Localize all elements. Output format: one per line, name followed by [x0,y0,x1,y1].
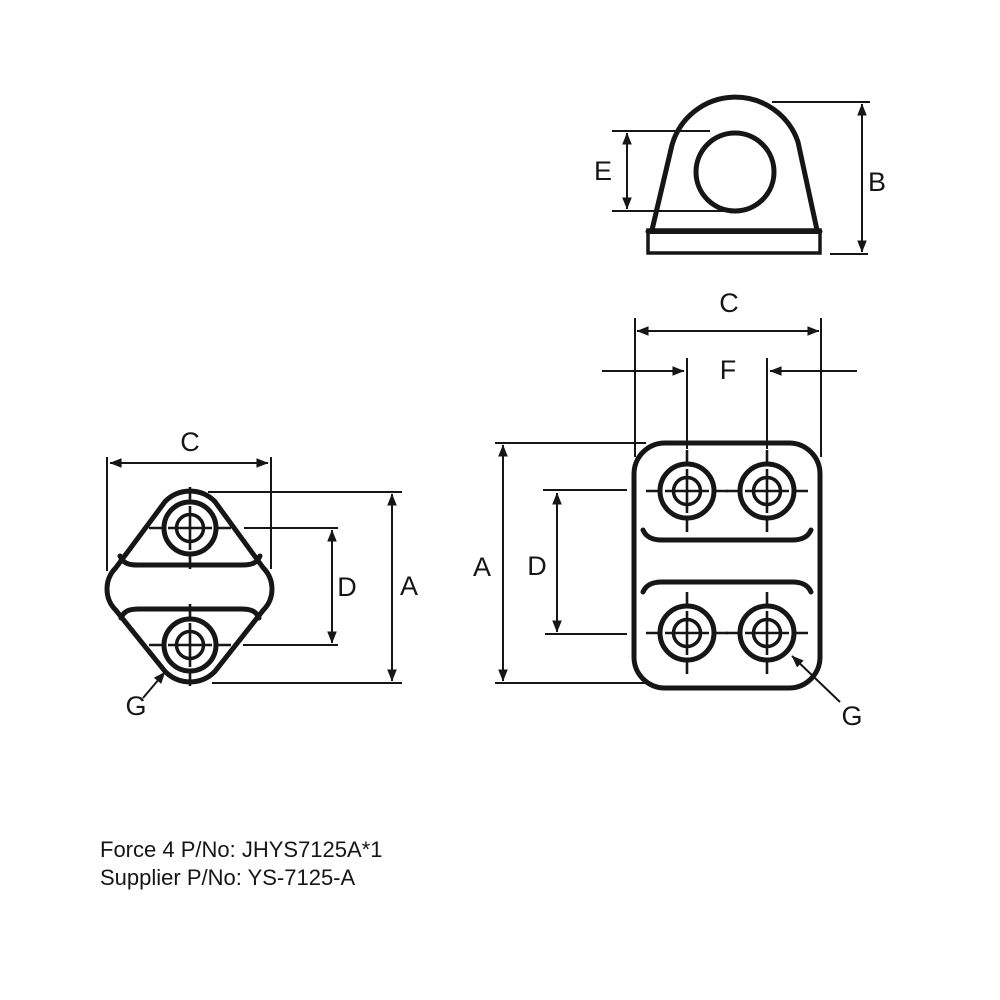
side-view-eye-hole [693,130,777,214]
hole-inner [751,475,783,507]
hole-outer [161,616,219,674]
plan-view-dome-edge-lower [640,579,814,595]
hole-outer [657,603,717,663]
dim-label-d: D [337,572,357,602]
plan-hole-bottom-right [726,592,808,674]
dim-label-e: E [594,156,612,186]
dim-label-a: A [400,571,418,601]
dim-label-a: A [473,552,491,582]
dim-label-f: F [720,355,737,385]
dim-label-b: B [868,167,886,197]
hole-inner [671,617,703,649]
side-view: E B [594,94,886,255]
dim-label-c: C [180,427,200,457]
dim-label-g: G [841,701,862,731]
plan-view: C F A D G [473,288,863,731]
profile-hole-bottom [149,604,231,686]
supplier-part-number: Supplier P/No: YS-7125-A [100,865,356,890]
profile-view: C A D G [104,427,418,721]
plan-view-body-outline [631,440,823,691]
part-number-notes: Force 4 P/No: JHYS7125A*1 Supplier P/No:… [100,837,382,890]
hole-outer [161,499,219,557]
plan-hole-top-left [646,450,728,532]
profile-hole-top [149,487,231,569]
hole-outer [657,461,717,521]
dim-label-c: C [719,288,739,318]
hole-inner [174,629,206,661]
dim-label-d: D [527,551,547,581]
hole-outer [737,461,797,521]
hole-inner [174,512,206,544]
side-view-dome-outline [649,94,820,233]
leader-arrow-g [142,671,166,699]
hole-outer [737,603,797,663]
hole-inner [751,617,783,649]
profile-body-outline [104,488,275,685]
leader-arrow-g [791,655,841,703]
plan-hole-top-right [726,450,808,532]
force4-part-number: Force 4 P/No: JHYS7125A*1 [100,837,382,862]
plan-hole-bottom-left [646,592,728,674]
hole-inner [671,475,703,507]
plan-view-dome-edge-upper [640,527,814,543]
dim-label-g: G [125,691,146,721]
